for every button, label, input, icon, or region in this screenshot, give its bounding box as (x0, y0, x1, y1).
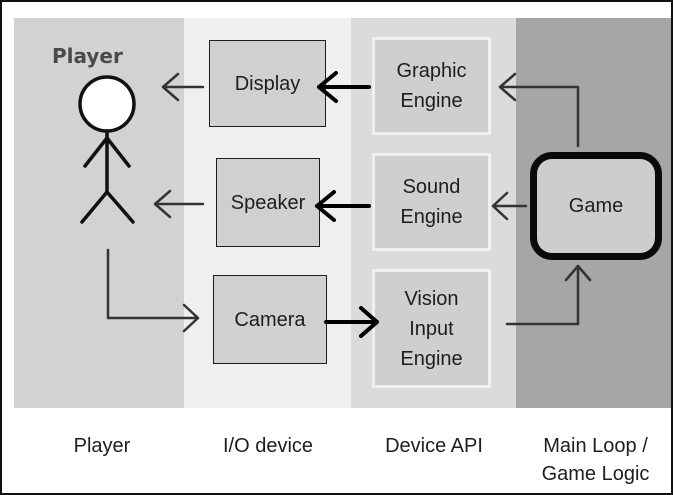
display-to-player-arrow (161, 72, 205, 102)
vision-engine-label-2: Input (409, 317, 454, 340)
speaker-label: Speaker (230, 191, 306, 214)
graphic-engine-label-2: Engine (400, 90, 463, 112)
vision-input-engine-box: Vision Input Engine (372, 269, 491, 388)
player-to-camera-arrow (106, 248, 200, 333)
display-box: Display (209, 40, 326, 127)
footer-labels: Player I/O device Device API Main Loop /… (0, 408, 673, 495)
camera-to-vision-engine-arrow (324, 306, 379, 338)
player-column-label: Player (73, 435, 131, 457)
vision-engine-label-1: Vision (404, 287, 459, 310)
sound-engine-to-speaker-arrow (315, 190, 371, 222)
io-device-column-label: I/O device (222, 435, 314, 457)
device-api-column-label: Device API (385, 435, 483, 457)
sound-engine-box: Sound Engine (372, 153, 491, 251)
game-box: Game (530, 152, 662, 260)
main-loop-label-2: Game Logic (541, 463, 650, 485)
display-label: Display (234, 72, 301, 95)
graphic-engine-box: Graphic Engine (372, 37, 491, 135)
player-title: Player (52, 44, 123, 68)
vision-engine-label-3: Engine (400, 347, 463, 370)
camera-label: Camera (234, 308, 306, 331)
speaker-to-player-arrow (153, 189, 205, 219)
game-label: Game (568, 195, 624, 217)
graphic-engine-label-1: Graphic (396, 60, 467, 82)
stick-figure-icon (78, 75, 136, 224)
main-loop-column-label: Main Loop / Game Logic (518, 432, 673, 488)
game-to-sound-engine-arrow (491, 191, 528, 221)
graphic-engine-to-display-arrow (317, 71, 371, 103)
sound-engine-label-1: Sound (402, 176, 461, 198)
camera-box: Camera (213, 275, 327, 364)
vision-engine-to-game-arrow (505, 264, 592, 326)
game-to-graphic-engine-arrow (498, 72, 580, 148)
sound-engine-label-2: Engine (400, 206, 463, 228)
main-loop-label-1: Main Loop / (543, 435, 648, 457)
